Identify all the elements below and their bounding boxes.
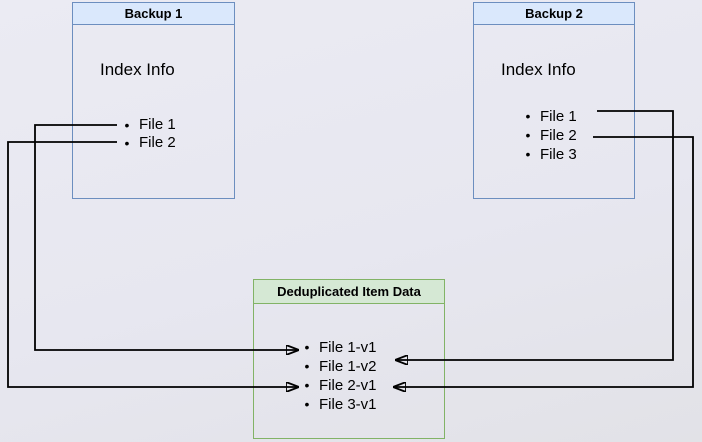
backup1-index-info-label: Index Info [100,60,175,79]
backup1-file2-label: File 2 [139,134,176,151]
backup2-box: Backup 2 [473,2,635,199]
backup1-file-list: • File 1 • File 2 [121,116,176,152]
backup2-file2-label: File 2 [540,127,577,144]
backup1-box: Backup 1 [72,2,235,199]
backup2-index-info-label: Index Info [501,60,576,79]
dedup-file3-v1-label: File 3-v1 [319,396,377,413]
dedup-file3-v1-item: • File 3-v1 [301,395,377,414]
backup1-file1-label: File 1 [139,116,176,133]
bullet-icon: • [525,108,531,124]
bullet-icon: • [304,396,310,412]
dedup-file1-v1-item: • File 1-v1 [301,338,377,357]
bullet-icon: • [304,339,310,355]
dedup-file2-v1-item: • File 2-v1 [301,376,377,395]
dedup-file2-v1-label: File 2-v1 [319,377,377,394]
dedup-file1-v2-item: • File 1-v2 [301,357,377,376]
bullet-icon: • [304,358,310,374]
bullet-icon: • [304,377,310,393]
backup1-title: Backup 1 [73,3,234,25]
backup2-file-list: • File 1 • File 2 • File 3 [522,107,577,164]
backup2-file3-item: • File 3 [522,145,577,164]
backup1-file1-item: • File 1 [121,116,176,134]
backup2-file3-label: File 3 [540,146,577,163]
backup2-title: Backup 2 [474,3,634,25]
dedup-item-list: • File 1-v1 • File 1-v2 • File 2-v1 • Fi… [301,338,377,414]
backup2-file1-label: File 1 [540,108,577,125]
dedup-file1-v1-label: File 1-v1 [319,339,377,356]
dedup-title: Deduplicated Item Data [254,280,444,304]
dedup-file1-v2-label: File 1-v2 [319,358,377,375]
bullet-icon: • [525,127,531,143]
backup2-file2-item: • File 2 [522,126,577,145]
backup2-file1-item: • File 1 [522,107,577,126]
backup1-file2-item: • File 2 [121,134,176,152]
bullet-icon: • [124,135,130,151]
bullet-icon: • [525,146,531,162]
bullet-icon: • [124,117,130,133]
